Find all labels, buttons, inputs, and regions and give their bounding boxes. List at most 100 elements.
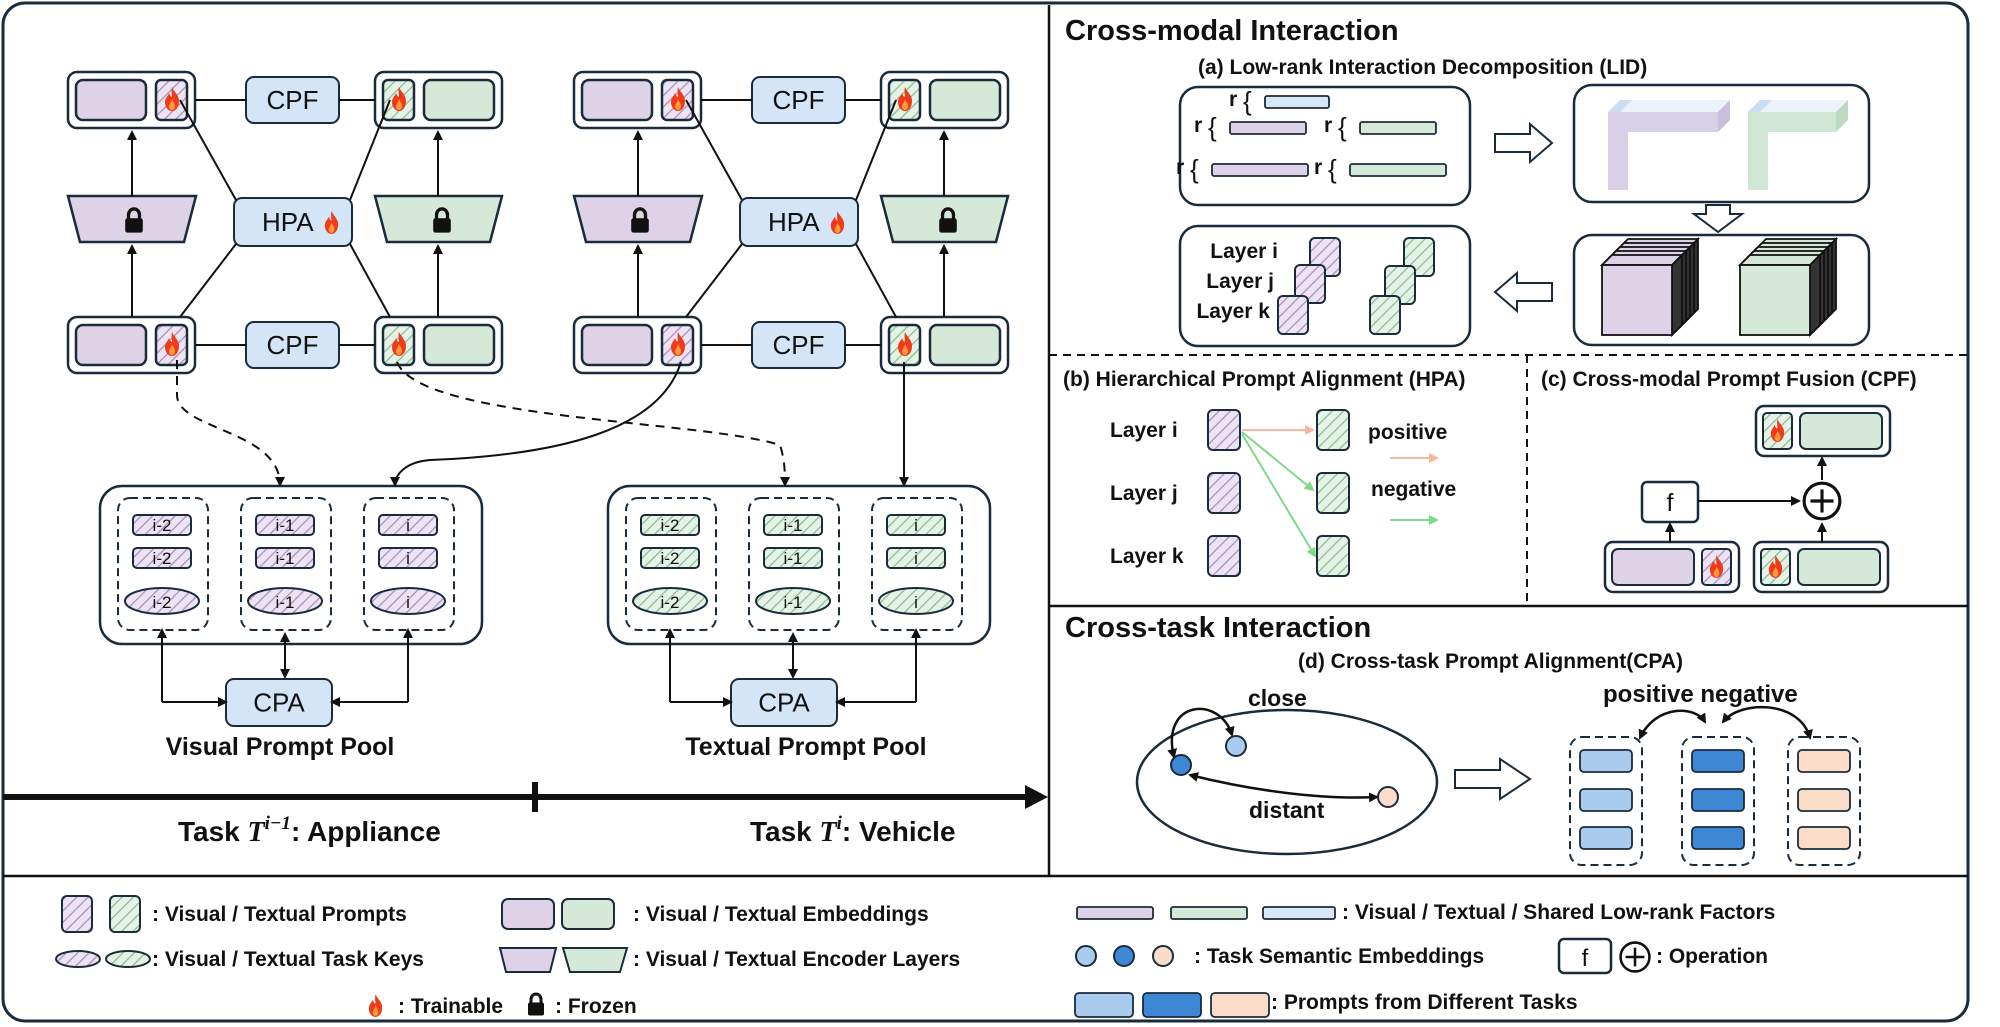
textual-top-embedding: [928, 78, 1002, 122]
legend-visual-encoder: [498, 947, 558, 973]
lid-layer-prompt: [1294, 264, 1326, 304]
legend-semantic-light: [1075, 945, 1097, 967]
task-prev-label: Task Ti−1: Appliance: [178, 813, 441, 848]
legend-textual-embedding: [561, 898, 615, 930]
cpf-title: (c) Cross-modal Prompt Fusion (CPF): [1541, 368, 1917, 391]
pool-column-i: [363, 497, 455, 631]
task-cur-label: Task Ti: Vehicle: [750, 813, 956, 848]
visual-bottom-embedding: [74, 323, 148, 367]
pool-prompt: [132, 547, 192, 569]
cpa-prompt: [1691, 788, 1745, 812]
pool-prompt: [640, 514, 700, 536]
hpa-link-bl: [685, 243, 743, 318]
legend: : Visual / Textual Prompts : Visual / Te…: [55, 895, 1775, 1018]
dashed-link-textual-prev: [396, 361, 790, 487]
pool-task-key: [632, 587, 708, 615]
legend-visual-key: [55, 950, 101, 968]
cpf-out-embedding: [1799, 412, 1883, 450]
cpa-prompt: [1797, 749, 1851, 773]
pool-column-i: [871, 497, 963, 631]
cross-modal-title: Cross-modal Interaction: [1065, 15, 1399, 47]
legend-trainable: : Trainable: [398, 995, 503, 1018]
lid-layer-prompt: [1277, 295, 1309, 335]
outer-frame: [1, 1, 1970, 1023]
cube-top: [1737, 254, 1823, 266]
cube-front: [1601, 264, 1673, 336]
textual-pool-label: Textual Prompt Pool: [685, 733, 926, 761]
lid-matrix-visual: [1608, 100, 1730, 190]
legend-visual-prompt: [61, 895, 93, 933]
timeline-arrowhead: [1025, 785, 1048, 809]
pool-connections: [176, 360, 909, 487]
low-rank-factor: [1211, 163, 1309, 177]
r-brace: {: [1338, 112, 1347, 142]
r-brace: {: [1208, 112, 1217, 142]
distant-label: distant: [1249, 797, 1325, 823]
legend-operation: : Operation: [1656, 945, 1768, 968]
pool-prompt-label: i-2: [661, 516, 680, 535]
hpa-textual-prompt: [1316, 409, 1350, 451]
legend-textual-key: [105, 950, 151, 968]
cube-side: [1671, 252, 1683, 338]
pool-prompt-label: i-2: [661, 549, 680, 568]
cpa-column: [1681, 736, 1755, 866]
low-rank-factor: [1264, 95, 1330, 109]
hpa-textual-prompt: [1316, 472, 1350, 514]
cpa-prompt-columns: [1569, 736, 1861, 866]
dashed-link-visual-prev: [176, 360, 285, 487]
legend-embeddings: : Visual / Textual Embeddings: [633, 903, 929, 926]
close-arrow: [1167, 707, 1235, 759]
pool-task-key: [755, 587, 831, 615]
hpa-title: (b) Hierarchical Prompt Alignment (HPA): [1063, 368, 1466, 391]
cpf-bottom-label: CPF: [267, 330, 319, 360]
legend-plus-icon: [1619, 941, 1651, 973]
pool-prompt: [378, 514, 438, 536]
pool-prompt-label: i-1: [276, 549, 295, 568]
lid-matrix-textual: [1748, 100, 1848, 190]
r-brace: {: [1243, 86, 1252, 116]
hpa-negative-label: negative: [1371, 478, 1456, 501]
hpa-link-tr: [349, 99, 391, 201]
pool-prompt: [255, 547, 315, 569]
cpa-prompt: [1797, 788, 1851, 812]
legend-prompt-light: [1074, 992, 1134, 1018]
pool-prompt-label: i: [914, 516, 918, 535]
hpa-visual-prompt: [1207, 409, 1241, 451]
lid-layer-prompt: [1369, 295, 1401, 335]
r-label: r: [1176, 156, 1184, 179]
cpf-top-label: CPF: [773, 85, 825, 115]
pool-prompt: [255, 514, 315, 536]
legend-prompt-mid: [1142, 992, 1202, 1018]
pool-prompt: [763, 547, 823, 569]
r-label: r: [1229, 88, 1237, 111]
lock-icon: [526, 992, 546, 1017]
legend-semantic-peach: [1152, 945, 1174, 967]
cube-front: [1739, 264, 1811, 336]
cube-side: [1809, 252, 1821, 338]
legend-task-keys: : Visual / Textual Task Keys: [152, 948, 424, 971]
legend-prompts: : Visual / Textual Prompts: [152, 903, 407, 926]
legend-shared-factor: [1262, 906, 1336, 920]
legend-textual-encoder: [561, 947, 629, 973]
visual-top-embedding: [580, 78, 654, 122]
pool-prompt-label: i-1: [784, 516, 803, 535]
pool-prompt: [132, 514, 192, 536]
f-operation-label: f: [1667, 489, 1674, 517]
low-rank-factor: [1349, 163, 1447, 177]
legend-visual-factor: [1076, 906, 1154, 920]
cpf-top-label: CPF: [267, 85, 319, 115]
semantic-distant: [1377, 786, 1399, 808]
pool-task-key: [370, 587, 446, 615]
legend-textual-factor: [1170, 906, 1248, 920]
solid-link-visual-cur: [390, 361, 682, 487]
cpa-label: CPA: [758, 688, 810, 718]
cpa-column: [1787, 736, 1861, 866]
pool-key-label: i-1: [784, 593, 803, 612]
cpa-prompt: [1691, 749, 1745, 773]
semantic-current: [1170, 754, 1192, 776]
hpa-visual-prompt: [1207, 535, 1241, 577]
cpa-prompt: [1579, 788, 1633, 812]
hollow-arrow-left: [1493, 270, 1553, 314]
